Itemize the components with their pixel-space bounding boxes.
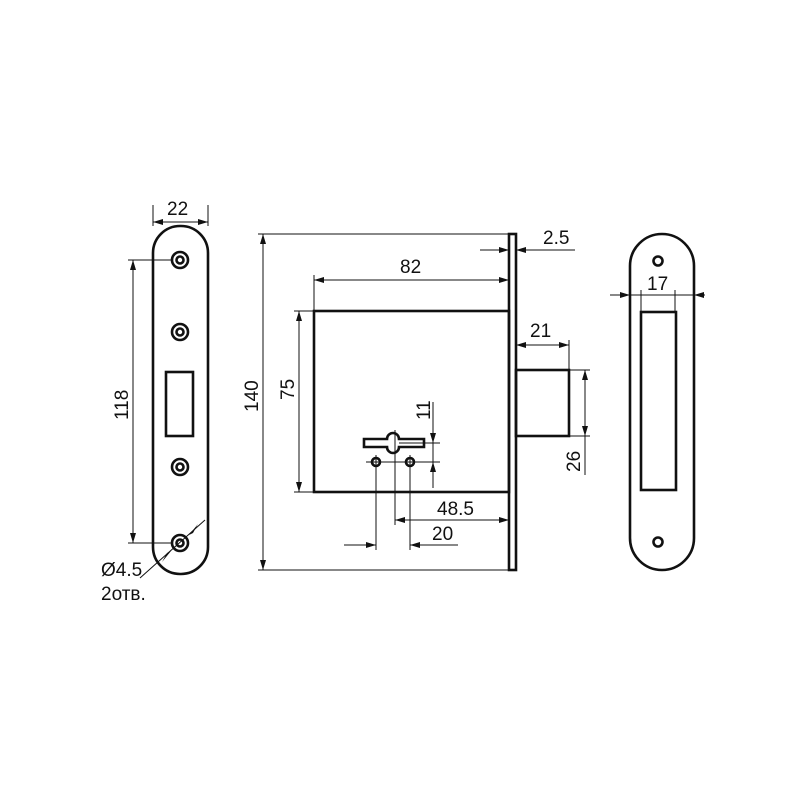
dim-hole-spacing: 118 bbox=[112, 390, 133, 420]
dim-body-height: 75 bbox=[278, 379, 299, 400]
dim-faceplate-thickness: 2.5 bbox=[543, 228, 569, 249]
dim-bolt-height: 26 bbox=[564, 451, 585, 472]
keyhole bbox=[362, 431, 426, 468]
dim-faceplate-width: 17 bbox=[647, 274, 668, 295]
dim-hole-spacing-key: 20 bbox=[432, 524, 453, 545]
dim-total-height: 140 bbox=[242, 380, 263, 412]
dim-hole-diameter: Ø4.5 bbox=[101, 560, 142, 581]
lock-body: 140 75 82 2.5 21 26 11 48.5 bbox=[242, 228, 590, 572]
dim-key-offset: 11 bbox=[414, 400, 435, 420]
dim-strike-width: 22 bbox=[167, 199, 188, 220]
dim-body-depth: 82 bbox=[400, 257, 421, 278]
screw-holes bbox=[170, 250, 190, 553]
strike-plate: 22 118 Ø4.5 2отв. bbox=[101, 199, 210, 605]
dim-hole-count: 2отв. bbox=[101, 584, 146, 605]
dim-bolt-projection: 21 bbox=[530, 321, 551, 342]
dim-backset: 48.5 bbox=[437, 499, 474, 520]
faceplate: 17 bbox=[610, 232, 705, 572]
